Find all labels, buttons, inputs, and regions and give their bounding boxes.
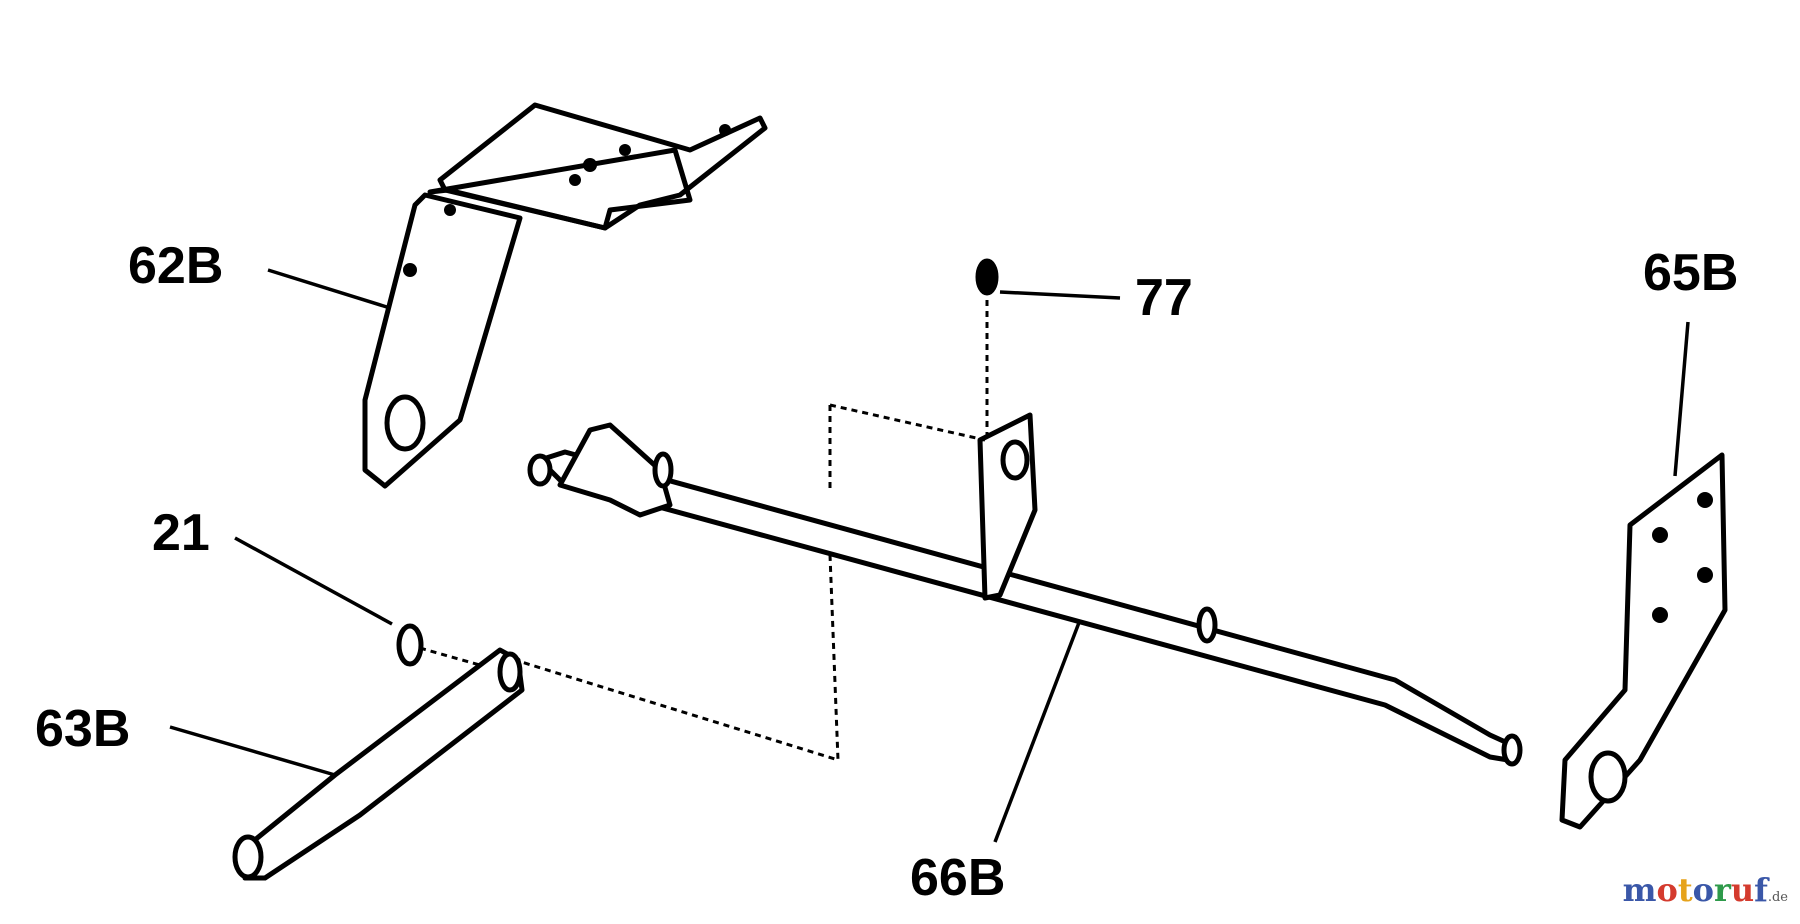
watermark-letter: m [1622,871,1657,909]
callout-63b: 63B [35,700,131,758]
watermark-letter: r [1713,871,1731,909]
part-65b-plate [1559,452,1728,830]
part-63b-link [232,647,525,881]
callout-62b: 62B [128,237,224,295]
watermark-letters: motoruf [1623,871,1768,909]
leader-66b [993,619,1082,843]
callout-65b: 65B [1643,244,1739,302]
part-77-clip [975,258,999,440]
watermark-letter: o [1692,871,1714,909]
callout-21: 21 [152,504,210,562]
watermark-suffix: .de [1767,890,1788,905]
leader-lines [169,268,1690,843]
part-62b-bracket [362,102,768,489]
watermark-letter: o [1656,871,1678,909]
leader-62b [267,268,391,310]
watermark-letter: u [1730,871,1755,909]
watermark-letter: f [1754,871,1768,909]
leader-21 [234,536,393,626]
callout-77: 77 [1135,269,1193,327]
leader-65b [1673,321,1690,477]
callout-66b: 66B [910,849,1006,907]
part-66b-shaft [514,403,1523,767]
leader-63b [169,725,336,777]
leader-77 [999,290,1121,300]
watermark-letter: t [1677,871,1693,909]
motoruf-watermark-logo: motoruf.de [1623,871,1788,909]
